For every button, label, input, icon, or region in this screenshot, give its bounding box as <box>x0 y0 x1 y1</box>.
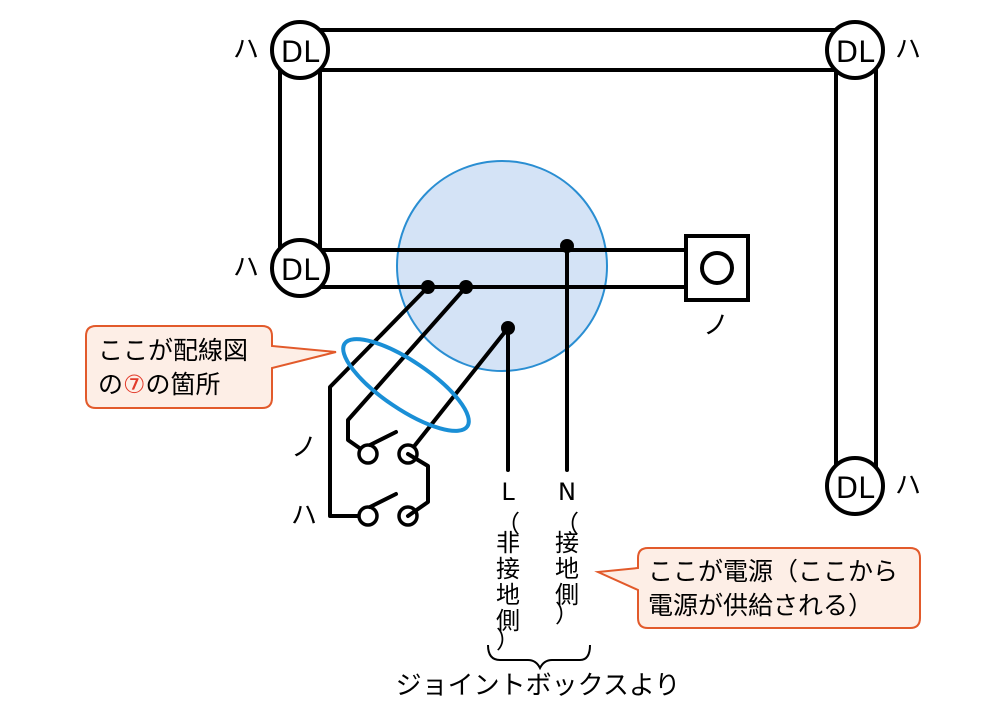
highlight-ring <box>341 337 471 433</box>
callout-wiring-bubble <box>85 325 337 409</box>
callout-power-line1: ここが電源（ここから <box>648 557 898 586</box>
wire-to-upper-switch <box>346 285 468 456</box>
outlet-socket <box>700 251 734 285</box>
wire-l-char: 非 <box>496 529 520 557</box>
connection-dot <box>501 321 515 335</box>
switch-lower-left-terminal <box>357 505 379 527</box>
wire-n-char: （ <box>555 510 579 538</box>
wire-n-char: 側 <box>555 581 579 609</box>
callout-wiring-line2-b: の箇所 <box>145 370 220 399</box>
lamp-label-top-right: DL <box>836 35 875 69</box>
switch-tag-lower: ハ <box>291 501 317 531</box>
callout-power-line2: 電源が供給される） <box>648 591 873 620</box>
junction-box-caption: ジョイントボックスより <box>396 671 681 701</box>
lamp-bottom-right <box>825 456 885 516</box>
connection-dot <box>459 280 473 294</box>
lamp-tag-middle-left: ハ <box>233 253 259 283</box>
lamp-label-top-left: DL <box>281 35 320 69</box>
switch-tag-upper: ノ <box>291 433 317 463</box>
lamp-tag-top-right: ハ <box>895 35 921 65</box>
wire-to-lower-switch <box>328 285 430 518</box>
lamp-middle-left <box>270 238 330 298</box>
lamp-label-middle-left: DL <box>281 253 320 287</box>
callout-wiring-line1: ここが配線図 <box>98 336 248 365</box>
callout-power-bubble <box>594 547 921 629</box>
lamp-tag-top-left: ハ <box>233 35 259 65</box>
cable-top <box>298 28 858 72</box>
cable-left <box>278 48 322 272</box>
wire-l-letter: L <box>501 478 515 506</box>
wire-n-char: 接 <box>555 529 579 557</box>
connection-dot <box>560 239 574 253</box>
callout-wiring-line2: の⑦の箇所 <box>98 370 220 399</box>
switch-common-jumper <box>406 452 430 518</box>
cable-right <box>834 48 878 492</box>
lamp-tag-bottom-right: ハ <box>895 471 921 501</box>
switch-upper-lever <box>368 430 398 447</box>
lamp-label-bottom-right: DL <box>836 471 875 505</box>
junction-brace <box>487 644 591 671</box>
wire-from-switch-common <box>406 326 510 456</box>
wire-l-char: 地 <box>496 581 520 609</box>
lamp-top-right <box>825 20 885 80</box>
switch-upper-left-terminal <box>357 443 379 465</box>
wire-n-char: ） <box>555 600 579 628</box>
switch-lower-lever <box>368 492 398 509</box>
wire-n-letter: N <box>558 478 576 506</box>
wire-n-char: 地 <box>555 555 579 583</box>
junction-box-circle <box>396 160 608 372</box>
callout-wiring-mark: ⑦ <box>123 370 145 399</box>
wire-l-char: 接 <box>496 555 520 583</box>
callout-wiring-line2-a: の <box>98 370 123 399</box>
lamp-top-left <box>270 20 330 80</box>
outlet-tag: ノ <box>703 311 729 341</box>
wire-l-char: ） <box>496 626 520 654</box>
connection-dot <box>421 280 435 294</box>
wire-l-char: （ <box>496 510 520 538</box>
wire-l-char: 側 <box>496 607 520 635</box>
